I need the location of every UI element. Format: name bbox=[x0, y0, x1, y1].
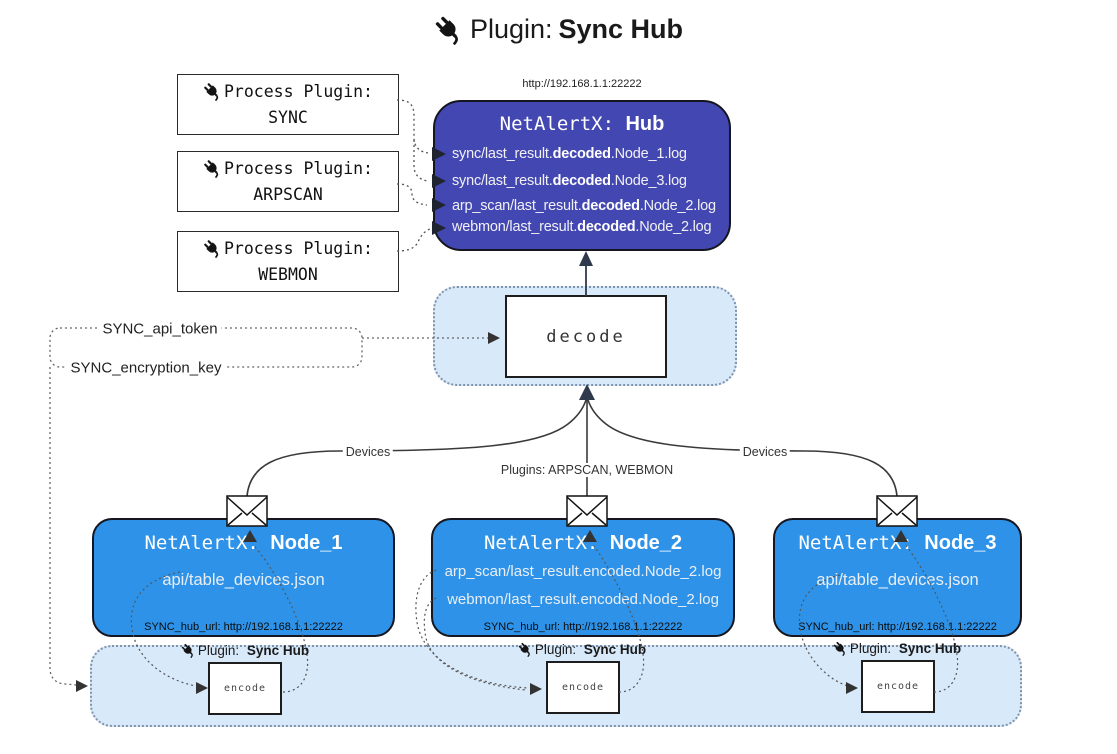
arrow-right-icon bbox=[76, 680, 88, 692]
page-title: Plugin: Sync Hub bbox=[0, 14, 1117, 45]
node-hub-url: SYNC_hub_url: http://192.168.1.1:22222 bbox=[483, 621, 683, 633]
arrow-up-icon bbox=[579, 384, 595, 400]
plugins-edge-label: Plugins: ARPSCAN, WEBMON bbox=[497, 463, 677, 477]
netalertx-node3-box: NetAlertX: Node_3 api/table_devices.json… bbox=[773, 518, 1022, 637]
plug-icon bbox=[203, 82, 222, 102]
hub-log-line: sync/last_result.decoded.Node_3.log bbox=[452, 173, 687, 189]
encode-box-2: encode bbox=[546, 661, 620, 714]
process-plugin-label: Process Plugin: bbox=[223, 158, 373, 178]
process-plugin-webmon-box: Process Plugin: WEBMON bbox=[177, 231, 399, 292]
process-plugin-arpscan-box: Process Plugin: ARPSCAN bbox=[177, 151, 399, 212]
encoder-plugin-label-1: Plugin: Sync Hub bbox=[181, 643, 309, 658]
sync-encryption-key-label: SYNC_encryption_key bbox=[66, 359, 226, 377]
process-plugin-label: Process Plugin: bbox=[223, 238, 373, 258]
encode-label: encode bbox=[223, 683, 267, 694]
encoder-plugin-label-3: Plugin: Sync Hub bbox=[833, 641, 961, 656]
process-plugin-name: SYNC bbox=[268, 107, 308, 127]
netalertx-node2-box: NetAlertX: Node_2 arp_scan/last_result.e… bbox=[431, 518, 735, 637]
node-file-line: api/table_devices.json bbox=[162, 571, 325, 589]
decode-box: decode bbox=[505, 295, 667, 378]
arrow-up-icon bbox=[579, 251, 593, 266]
page-title-prefix: Plugin: bbox=[469, 14, 553, 44]
decode-label: decode bbox=[546, 326, 626, 347]
node-file-line: webmon/last_result.encoded.Node_2.log bbox=[447, 591, 719, 608]
encode-box-3: encode bbox=[861, 660, 935, 713]
node-title: NetAlertX: Node_1 bbox=[144, 532, 343, 554]
encode-label: encode bbox=[876, 681, 920, 692]
hub-log-line: webmon/last_result.decoded.Node_2.log bbox=[452, 219, 712, 235]
node-file-line: arp_scan/last_result.encoded.Node_2.log bbox=[444, 563, 722, 580]
process-plugin-label: Process Plugin: bbox=[223, 81, 373, 101]
node-hub-url: SYNC_hub_url: http://192.168.1.1:22222 bbox=[798, 621, 997, 633]
plug-icon bbox=[203, 239, 222, 259]
encoder-plugin-label-2: Plugin: Sync Hub bbox=[518, 642, 646, 657]
hub-log-line: arp_scan/last_result.decoded.Node_2.log bbox=[452, 198, 716, 214]
plug-icon bbox=[833, 641, 848, 656]
plug-icon bbox=[181, 643, 196, 658]
node-title: NetAlertX: Node_2 bbox=[483, 532, 683, 554]
encode-box-1: encode bbox=[208, 662, 282, 715]
plug-icon bbox=[203, 159, 222, 179]
devices-edge-label-right: Devices bbox=[739, 445, 791, 459]
plug-icon bbox=[518, 642, 533, 657]
process-plugin-name: WEBMON bbox=[258, 264, 318, 284]
node-file-line: api/table_devices.json bbox=[816, 571, 979, 589]
process-plugin-sync-box: Process Plugin: SYNC bbox=[177, 74, 399, 135]
node-title: NetAlertX: Node_3 bbox=[798, 532, 997, 554]
devices-edge-label-left: Devices bbox=[342, 445, 394, 459]
encode-label: encode bbox=[561, 682, 605, 693]
hub-title-prefix: NetAlertX: bbox=[499, 113, 626, 135]
hub-url: http://192.168.1.1:22222 bbox=[522, 78, 642, 90]
process-plugin-name: ARPSCAN bbox=[253, 184, 323, 204]
hub-title: NetAlertX: Hub bbox=[435, 113, 729, 136]
node-hub-url: SYNC_hub_url: http://192.168.1.1:22222 bbox=[144, 621, 343, 633]
hub-title-name: Hub bbox=[625, 113, 665, 135]
hub-log-line: sync/last_result.decoded.Node_1.log bbox=[452, 146, 687, 162]
netalertx-node1-box: NetAlertX: Node_1 api/table_devices.json… bbox=[92, 518, 395, 637]
plug-icon bbox=[434, 15, 464, 45]
page-title-bold: Sync Hub bbox=[558, 14, 684, 44]
sync-api-token-label: SYNC_api_token bbox=[98, 320, 222, 338]
netalertx-hub-box: NetAlertX: Hub sync/last_result.decoded.… bbox=[433, 100, 731, 251]
